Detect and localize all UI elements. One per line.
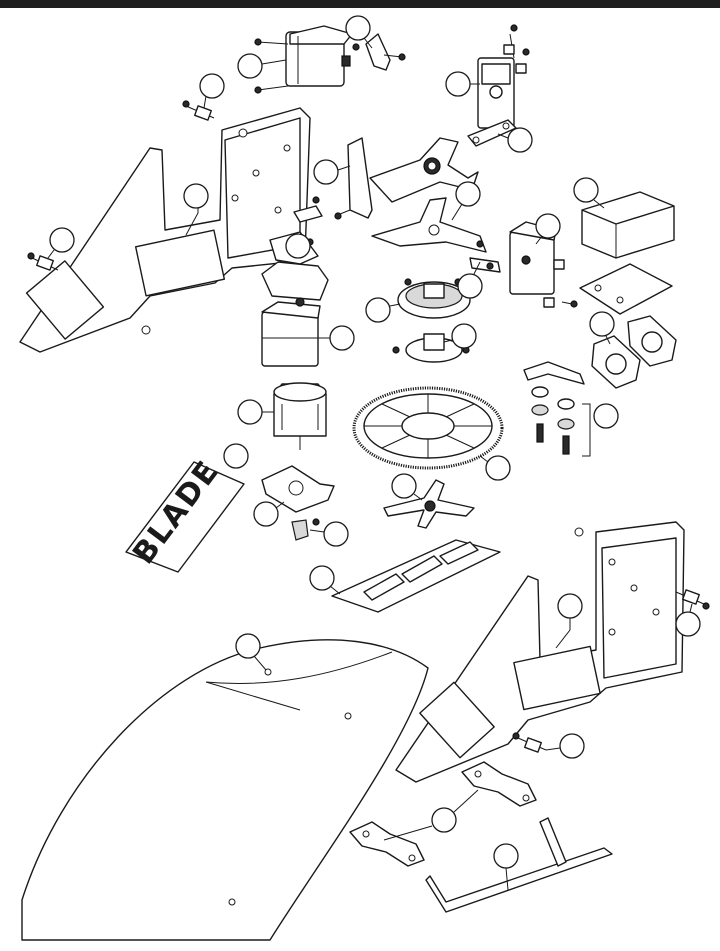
frame-bolt-left-callout [50, 228, 74, 252]
main-gear-callout [486, 456, 510, 480]
top-servo [255, 26, 352, 93]
servo-arm-callout [346, 16, 370, 40]
hub-plate-callout [452, 324, 476, 348]
bearing-block-callout [590, 312, 614, 336]
pinion-gear [292, 519, 319, 540]
rear-servo-callout [446, 72, 470, 96]
landing-gear-strut-upper [462, 762, 536, 806]
left-frame-callout [184, 184, 208, 208]
servo-horn-callout [508, 128, 532, 152]
swash-guide-post [335, 138, 372, 219]
motor-mount-callout [254, 502, 278, 526]
motor-callout [238, 400, 262, 424]
landing-gear-strut-lower [350, 822, 424, 866]
canopy-decal-callout [224, 444, 248, 468]
frame-bolt-left-lower-callout [286, 234, 310, 258]
landing-skid-callout [494, 844, 518, 868]
swashplate-lower-callout [456, 182, 480, 206]
servo-top-callout [238, 54, 262, 78]
rear-servo [478, 25, 529, 128]
landing-gear-strut-callout [432, 808, 456, 832]
pinion-callout [324, 522, 348, 546]
cyclic-servo [262, 298, 320, 366]
main-gear [354, 388, 502, 468]
bearing-hub-callout [458, 274, 482, 298]
main-shaft-hub-callout [366, 298, 390, 322]
swash-guide-upper-callout [314, 160, 338, 184]
motor-servo-callout [536, 214, 560, 238]
receiver-box-callout [574, 178, 598, 202]
left-frame-bolt-top [183, 101, 214, 120]
motor [274, 383, 326, 450]
bottom-plate [332, 540, 500, 612]
canopy [22, 640, 428, 940]
frame-bolt-right-callout [676, 612, 700, 636]
right-frame-callout [558, 594, 582, 618]
receiver-plate [580, 264, 672, 314]
tail-boom-mount-callout [200, 74, 224, 98]
cyclic-servo-callout [330, 326, 354, 350]
blade-decal: BLADE [126, 454, 244, 572]
one-way-bearing-callout [392, 474, 416, 498]
canopy-mount-callout [560, 734, 584, 758]
mounting-brackets-set [524, 362, 590, 456]
left-frame-bolt-bottom [28, 253, 58, 270]
canopy-callout [236, 634, 260, 658]
right-frame-bolt-bottom [513, 733, 546, 752]
mounting-brackets-callout [594, 404, 618, 428]
landing-skid [426, 818, 612, 912]
